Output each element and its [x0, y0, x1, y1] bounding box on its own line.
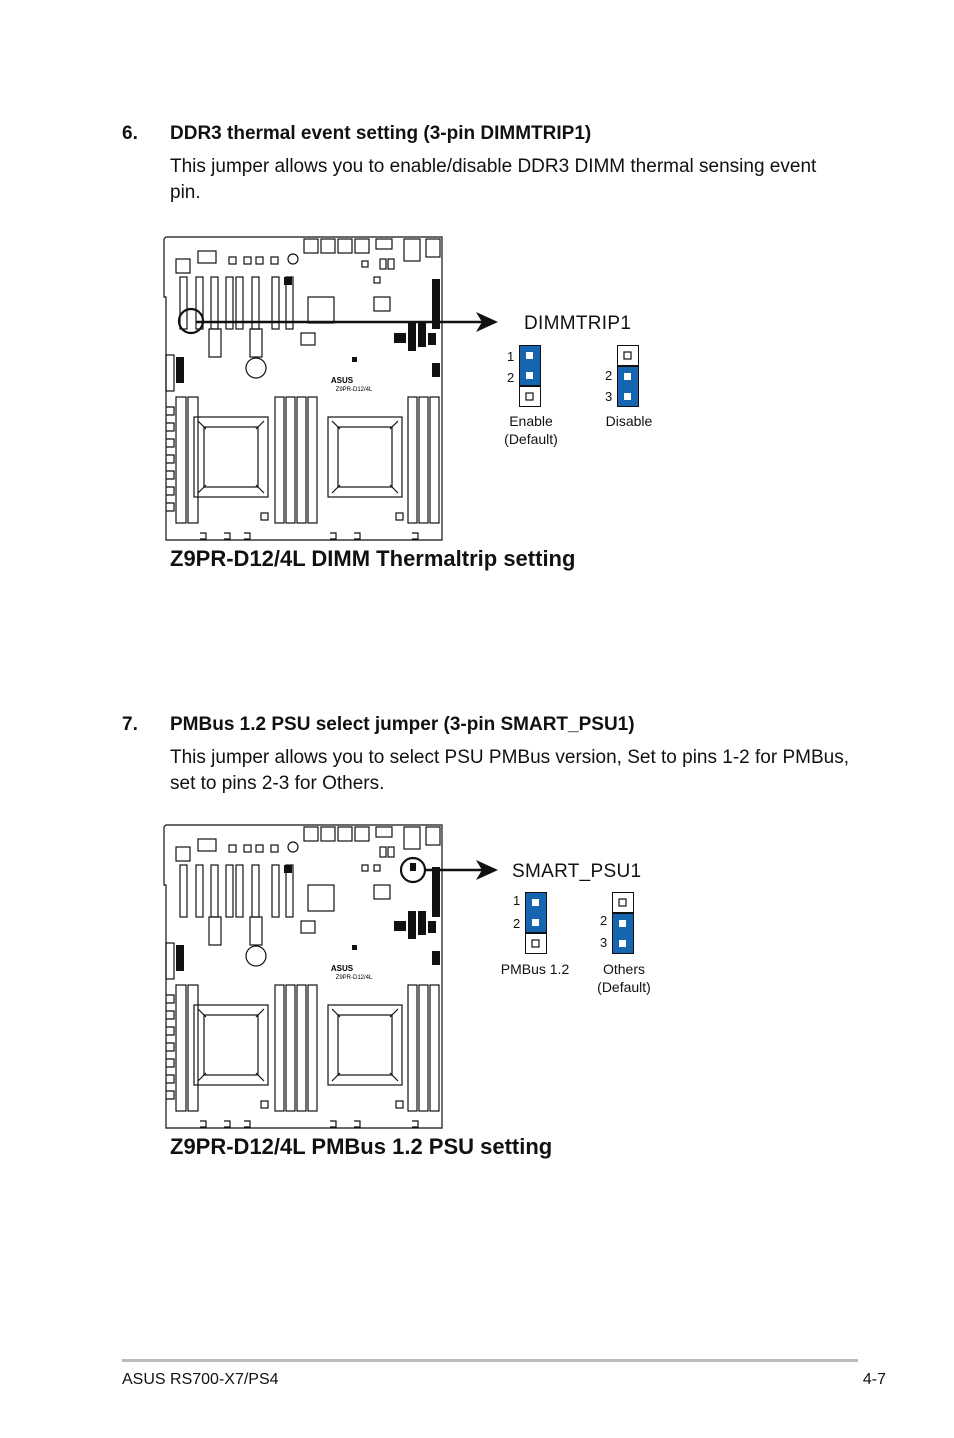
motherboard-diagram-2: ASUS Z9PR-D12/4L [163, 824, 443, 1129]
pin-label-others-3: 3 [600, 935, 608, 950]
section-7-heading: PMBus 1.2 PSU select jumper (3-pin SMART… [170, 714, 635, 735]
pin-label-pmbus-1: 1 [513, 893, 521, 908]
figure-caption-6: Z9PR-D12/4L DIMM Thermaltrip setting [170, 546, 576, 571]
section-6-heading: DDR3 thermal event setting (3-pin DIMMTR… [170, 123, 592, 144]
footer-product-name: ASUS RS700-X7/PS4 [122, 1371, 279, 1388]
board-logo-2: ASUS [331, 964, 354, 973]
section-7-body: This jumper allows you to select PSU PMB… [170, 747, 849, 794]
footer-rule [122, 1359, 858, 1362]
jumper-name-smart-psu1: SMART_PSU1 [512, 861, 642, 882]
motherboard-diagram-1: ASUS Z9PR-D12/4L [163, 236, 443, 541]
option-others-label: Others [602, 961, 645, 977]
pin-label-enable-1: 1 [507, 349, 515, 364]
option-pmbus12-label: PMBus 1.2 [500, 961, 570, 977]
jumper-others-diagram [612, 892, 634, 954]
jumper-name-dimmtrip1: DIMMTRIP1 [524, 313, 632, 334]
option-enable-label: Enable [509, 413, 553, 429]
pointer-arrow-1 [196, 312, 498, 332]
jumper-pmbus12-diagram [525, 892, 547, 954]
section-6-body: This jumper allows you to enable/disable… [170, 156, 817, 203]
pin-label-enable-2: 2 [507, 370, 515, 385]
board-logo-1: ASUS [331, 376, 354, 385]
section-6-number: 6. [122, 123, 138, 144]
section-7-number: 7. [122, 714, 138, 735]
pin-label-disable-3: 3 [605, 389, 613, 404]
option-enable-note: (Default) [504, 431, 558, 447]
board-label-1: Z9PR-D12/4L [336, 387, 373, 393]
footer-page-number: 4-7 [862, 1371, 886, 1388]
figure-caption-7: Z9PR-D12/4L PMBus 1.2 PSU setting [170, 1134, 553, 1159]
board-label-2: Z9PR-D12/4L [336, 975, 373, 981]
option-others-note: (Default) [597, 979, 651, 995]
jumper-enable-diagram [519, 345, 541, 407]
option-disable-label: Disable [605, 413, 653, 429]
pin-label-disable-2: 2 [605, 368, 613, 383]
pin-label-others-2: 2 [600, 913, 608, 928]
pin-label-pmbus-2: 2 [513, 916, 521, 931]
pointer-arrow-2 [424, 860, 498, 880]
jumper-disable-diagram [617, 345, 639, 407]
